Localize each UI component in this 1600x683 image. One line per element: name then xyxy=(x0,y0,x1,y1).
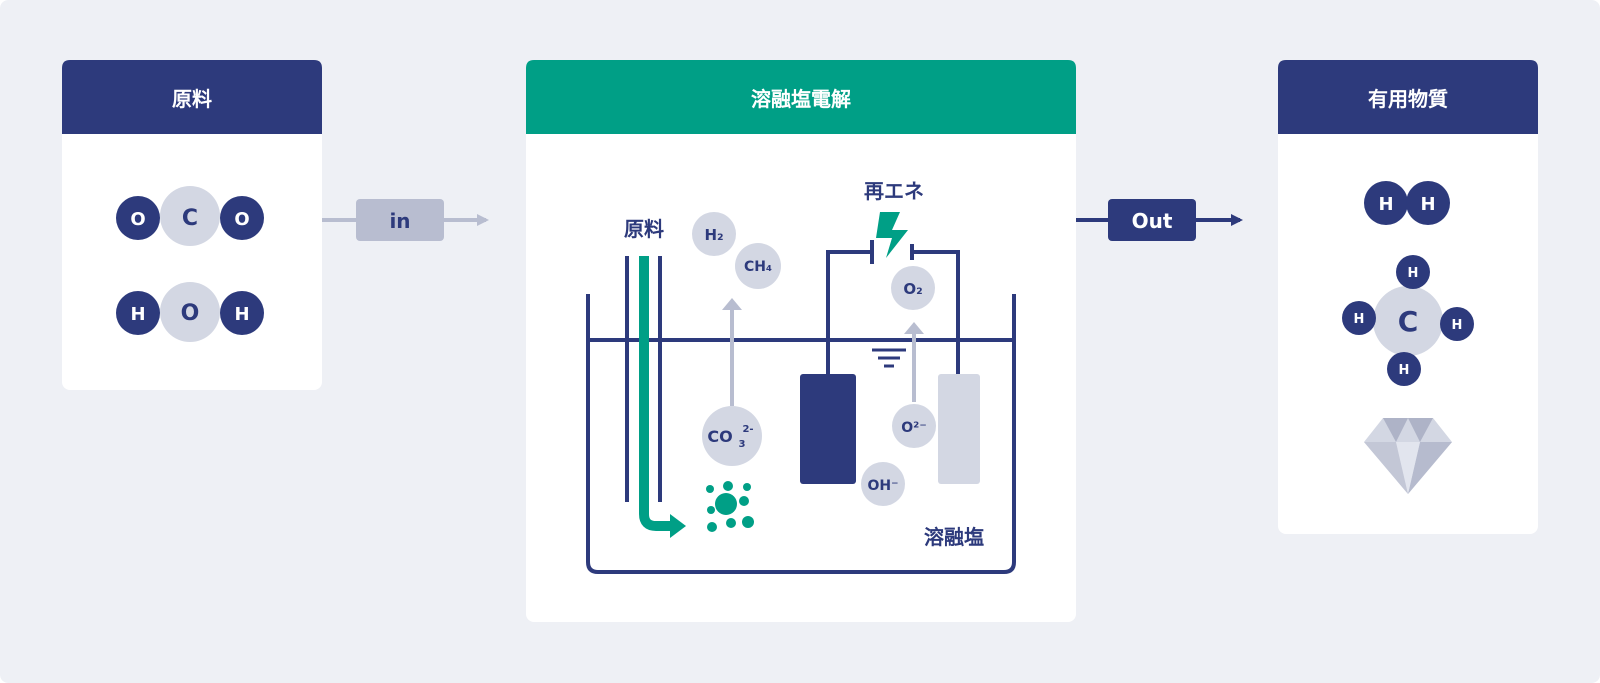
in-flow-arrow: in xyxy=(322,199,489,241)
input-panel: 原料 O C O H O H xyxy=(62,60,322,390)
atom-label: C xyxy=(182,206,198,231)
out-label-box xyxy=(1108,199,1196,241)
h2o-molecule: H O H xyxy=(116,282,264,342)
lightning-icon xyxy=(876,212,908,258)
svg-text:3: 3 xyxy=(739,439,746,450)
svg-text:H: H xyxy=(1408,266,1419,281)
hydroxide-ion: OH⁻ xyxy=(861,462,905,506)
svg-text:H: H xyxy=(1378,194,1393,215)
svg-text:H: H xyxy=(1354,312,1365,327)
input-panel-header xyxy=(62,60,322,134)
output-panel: 有用物質 H H C H H H H xyxy=(1278,60,1538,534)
svg-text:2-: 2- xyxy=(742,424,753,435)
liquid-level-icon xyxy=(872,348,906,368)
cathode-electrode xyxy=(800,374,856,484)
svg-text:CH₄: CH₄ xyxy=(744,259,772,275)
atom-label: O xyxy=(130,209,145,230)
ch4-molecule: C H H H H xyxy=(1342,255,1474,386)
h2-molecule: H H xyxy=(1364,181,1450,225)
co2-molecule: O C O xyxy=(116,186,264,246)
atom-label: H xyxy=(234,304,249,325)
renewable-energy-label: 再エネ xyxy=(864,179,924,203)
diamond-icon xyxy=(1364,418,1452,494)
feed-label: 原料 xyxy=(624,217,664,241)
o2-gas-bubble: O₂ xyxy=(891,266,935,310)
oxide-rise-arrowhead xyxy=(904,322,924,334)
in-label: in xyxy=(389,209,410,233)
out-flow-arrow: Out xyxy=(1076,199,1243,241)
atom-label: O xyxy=(181,301,200,326)
carbon-particles-icon xyxy=(706,481,754,532)
anode-electrode xyxy=(938,374,980,484)
atom-label: H xyxy=(130,304,145,325)
svg-text:O²⁻: O²⁻ xyxy=(901,420,926,436)
carbonate-rise-arrowhead xyxy=(722,298,742,310)
process-panel-title: 溶融塩電解 xyxy=(751,87,851,111)
feed-flow-arrowhead xyxy=(670,514,686,538)
carbonate-ion: CO 3 2- xyxy=(702,406,762,466)
svg-text:CO: CO xyxy=(707,427,732,446)
input-panel-title: 原料 xyxy=(172,87,212,111)
molten-salt-label: 溶融塩 xyxy=(924,525,984,549)
h2-gas-bubble: H₂ xyxy=(692,212,736,256)
out-label: Out xyxy=(1132,209,1173,233)
svg-text:OH⁻: OH⁻ xyxy=(867,478,898,494)
svg-text:H: H xyxy=(1420,194,1435,215)
oxide-ion: O²⁻ xyxy=(892,404,936,448)
feed-flow-arrow xyxy=(639,256,672,531)
process-panel-header xyxy=(526,60,1076,134)
svg-text:H: H xyxy=(1452,318,1463,333)
svg-text:O₂: O₂ xyxy=(903,280,922,298)
svg-text:H₂: H₂ xyxy=(704,226,723,244)
atom-label: O xyxy=(234,209,249,230)
ch4-gas-bubble: CH₄ xyxy=(735,243,781,289)
electrolysis-tank xyxy=(586,294,1016,574)
output-panel-title: 有用物質 xyxy=(1368,87,1448,111)
svg-text:H: H xyxy=(1399,363,1410,378)
process-panel: 溶融塩電解 溶融塩 原料 H₂ xyxy=(526,60,1076,622)
in-label-box xyxy=(356,199,444,241)
svg-text:C: C xyxy=(1398,305,1419,338)
circuit-wiring xyxy=(826,240,960,374)
output-panel-header xyxy=(1278,60,1538,134)
